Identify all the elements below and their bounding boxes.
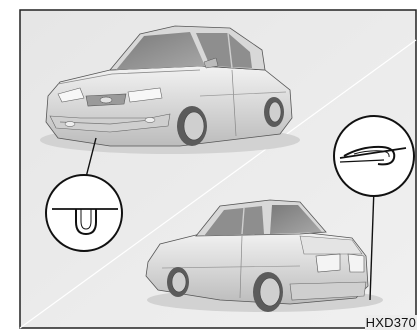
figure-code: HXD370 bbox=[365, 315, 417, 330]
front-hook-detail-circle bbox=[46, 175, 122, 251]
